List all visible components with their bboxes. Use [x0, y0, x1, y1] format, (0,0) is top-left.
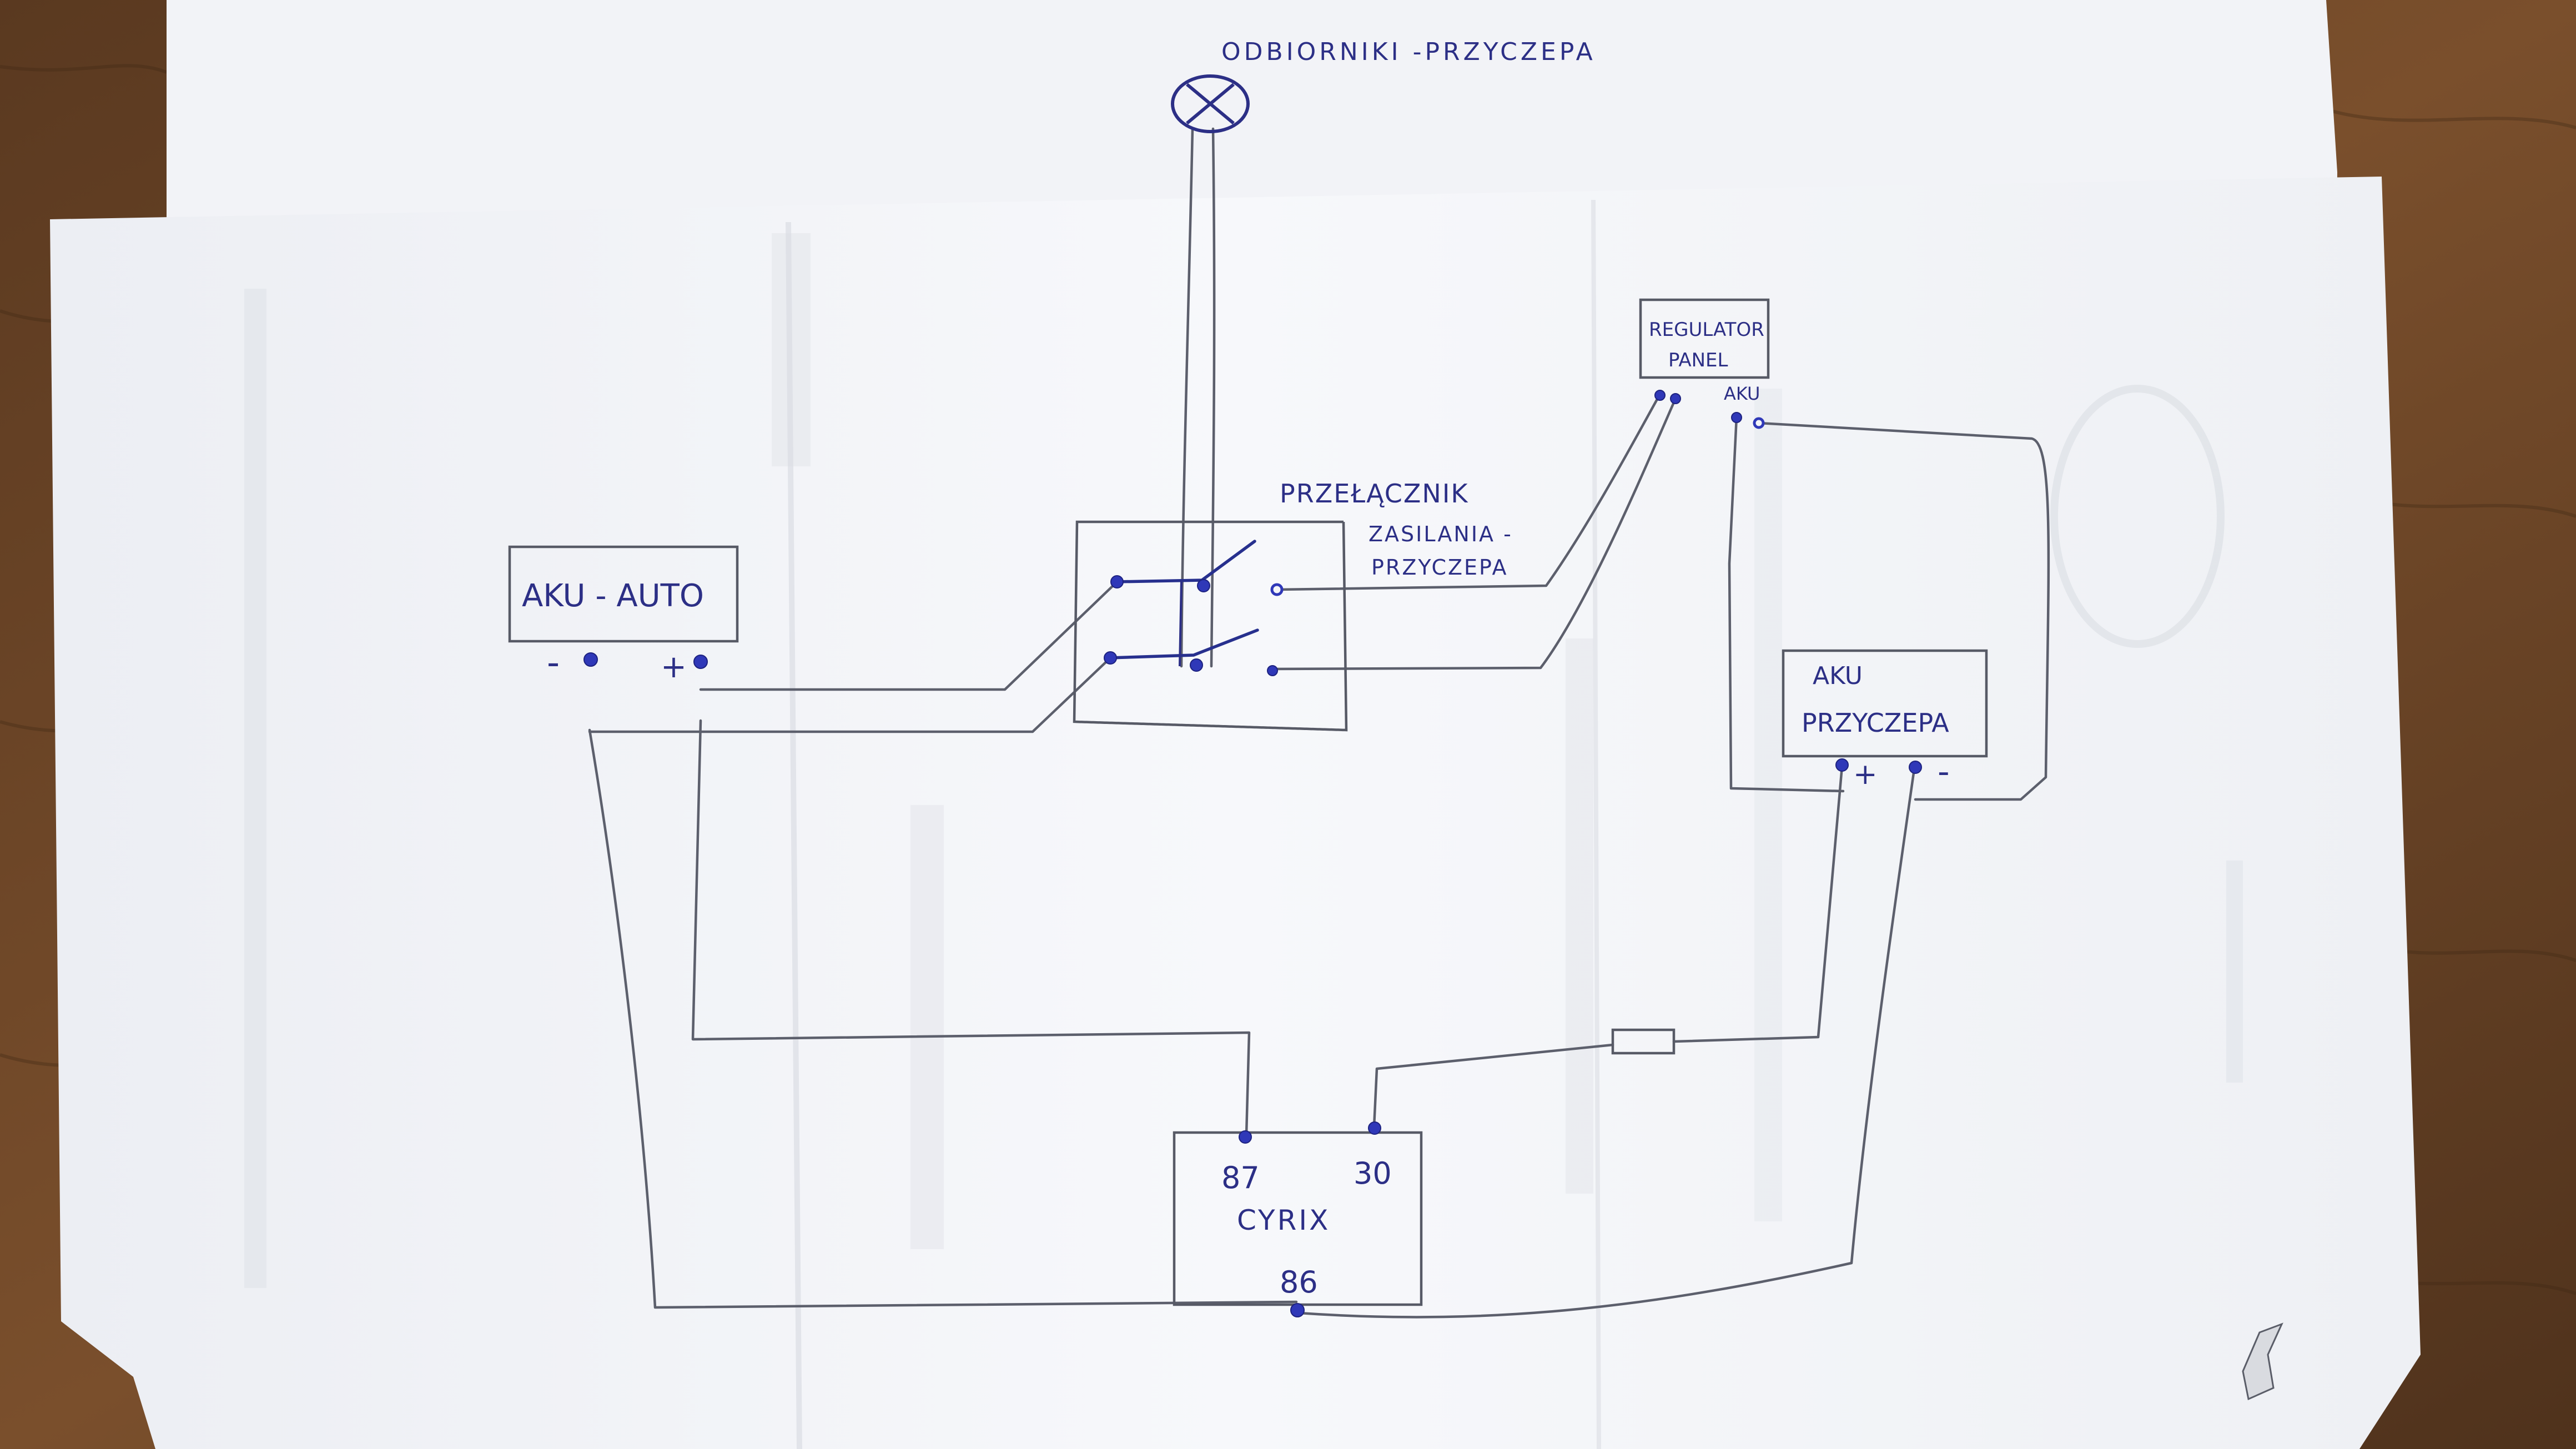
wire-car-minus-down [588, 728, 1298, 1309]
cyrix-name-label: CYRIX [1237, 1204, 1330, 1236]
regulator-aku-label: AKU [1724, 383, 1760, 404]
switch-contact-common-bottom [1104, 651, 1117, 665]
wire-trailer-plus-to-cyrix [1672, 764, 1844, 1043]
switch-contact-bottom-right [1267, 665, 1278, 676]
trailer-battery-minus-sign: - [1938, 752, 1950, 791]
regulator-label-line2: PANEL [1668, 349, 1728, 371]
car-battery-box [508, 545, 739, 643]
cyrix-relay [1173, 1121, 1423, 1317]
paper-tear-mark [2242, 1322, 2283, 1401]
trailer-battery-label-line1: AKU [1813, 662, 1863, 690]
regulator-terminal-aku-a [1731, 412, 1742, 423]
regulator-panel [1639, 298, 1770, 429]
wire-car-plus-down [691, 719, 1251, 1137]
wires [588, 127, 2050, 1319]
switch-contact-top-right [1270, 583, 1284, 596]
trailer-battery-label-line2: PRZYCZEPA [1802, 708, 1949, 738]
switch-subtitle-line1: ZASILANIA - [1368, 522, 1513, 546]
regulator-terminal-aku-b [1753, 417, 1765, 429]
cyrix-pin-30-label: 30 [1354, 1156, 1392, 1191]
receivers-label: ODBIORNIKI -PRZYCZEPA [1221, 38, 1596, 66]
switch-housing [1073, 520, 1348, 732]
trailer-battery [1782, 649, 1988, 774]
trailer-battery-box [1782, 649, 1988, 758]
car-battery [508, 545, 739, 669]
switch-title-label: PRZEŁĄCZNIK [1280, 479, 1469, 509]
car-battery-label: AKU - AUTO [522, 578, 704, 614]
cyrix-pin-86-label: 86 [1280, 1265, 1318, 1300]
fuse-symbol [1611, 1028, 1676, 1055]
wire-car-plus-to-switch-top [699, 581, 1118, 691]
cyrix-pin-30-terminal [1368, 1121, 1381, 1135]
switch-contact-top-mid [1197, 579, 1210, 592]
car-battery-minus-sign: - [547, 642, 560, 683]
wire-switch-top-to-regulator [1275, 393, 1662, 591]
switch-contact-common-top [1110, 575, 1124, 588]
wire-regulator-aku-right [1757, 421, 2050, 801]
switch-mechanical-link [1179, 580, 1183, 667]
wire-regulator-aku-left [1728, 415, 1845, 793]
regulator-label-line1: REGULATOR [1649, 319, 1764, 341]
trailer-battery-minus-terminal [1909, 761, 1922, 774]
cyrix-pin-86-terminal [1290, 1303, 1305, 1317]
car-battery-plus-terminal [693, 655, 708, 669]
wire-receiver-right [1210, 127, 1216, 668]
paper-fold-shadow [1591, 199, 1601, 1449]
trailer-battery-plus-sign: + [1853, 758, 1878, 791]
trailer-battery-plus-terminal [1835, 758, 1849, 772]
regulator-terminal-panel-b [1670, 393, 1681, 404]
wire-switch-bottom-to-regulator [1271, 397, 1677, 671]
car-battery-minus-terminal [583, 652, 598, 667]
trailer-lamp-symbol [1171, 74, 1250, 133]
switch-blade-bottom [1108, 628, 1259, 660]
changeover-switch [1073, 520, 1348, 732]
switch-subtitle-line2: PRZYCZEPA [1371, 555, 1508, 580]
car-battery-plus-sign: + [661, 649, 687, 685]
regulator-box [1639, 298, 1770, 379]
wire-trailer-minus-to-cyrix-86 [1297, 767, 1916, 1319]
regulator-terminal-panel-a [1654, 390, 1666, 401]
wire-car-minus-to-switch-bottom [588, 656, 1112, 733]
switch-contact-bottom-mid [1190, 658, 1203, 672]
cyrix-pin-87-label: 87 [1221, 1160, 1260, 1195]
wire-fuse-to-cyrix-30 [1372, 1043, 1614, 1129]
front-paper-sheet [50, 177, 2421, 1449]
show-through-print [244, 233, 2243, 1288]
paper-fold-shadow [786, 222, 802, 1449]
cyrix-pin-87-terminal [1239, 1130, 1252, 1144]
